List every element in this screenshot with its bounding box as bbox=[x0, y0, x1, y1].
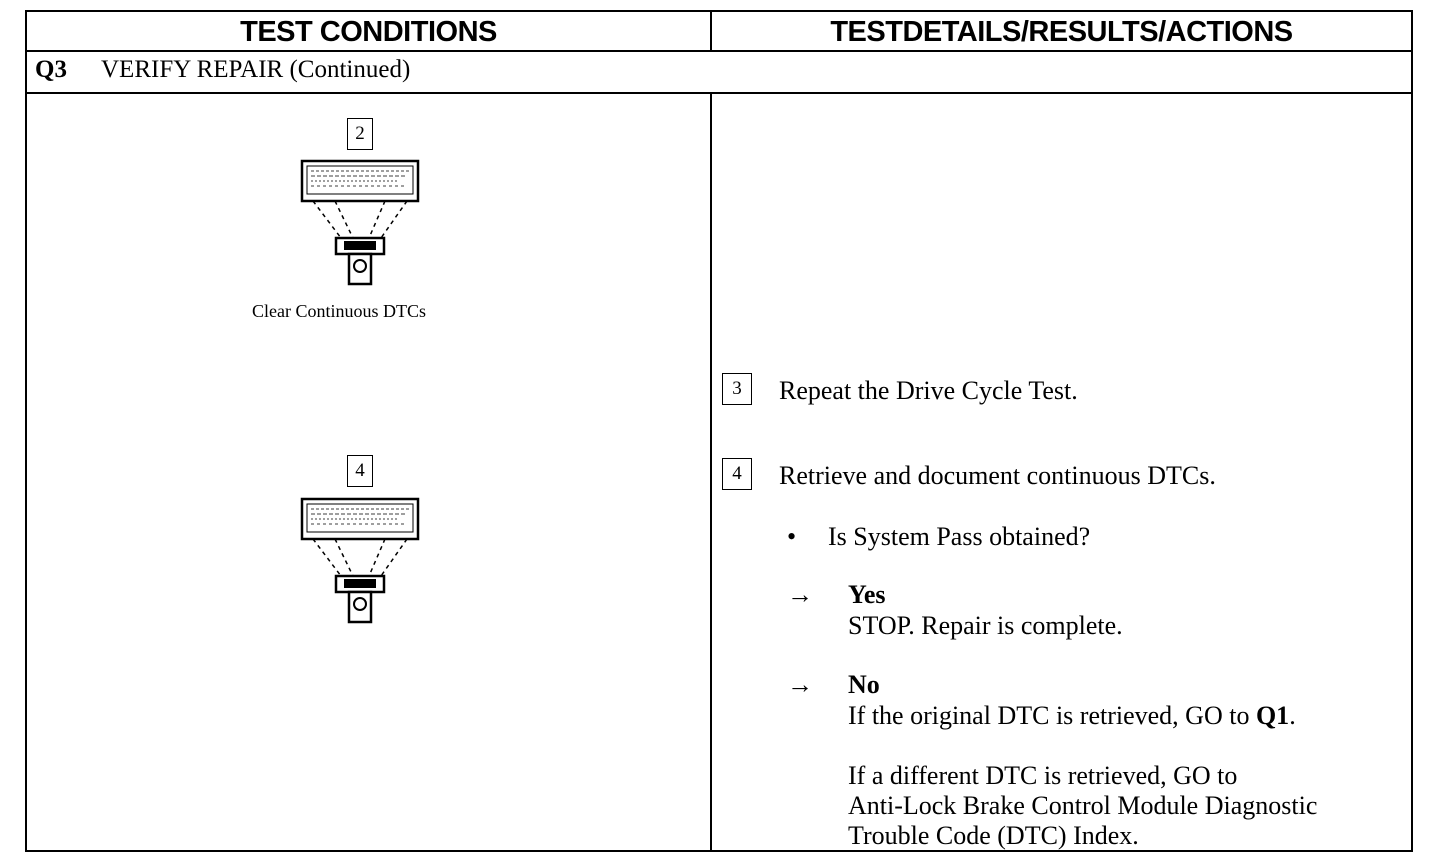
detail-step-3-box: 3 bbox=[722, 373, 752, 405]
scan-tool-icon bbox=[300, 159, 420, 286]
yes-action: STOP. Repair is complete. bbox=[848, 611, 1123, 640]
header-test-details: TESTDETAILS/RESULTS/ACTIONS bbox=[830, 15, 1293, 48]
yes-label: Yes bbox=[848, 580, 886, 609]
question-text: Is System Pass obtained? bbox=[828, 522, 1091, 551]
section-id: Q3 bbox=[35, 56, 67, 83]
goto-q1-link[interactable]: Q1 bbox=[1255, 701, 1290, 730]
procedure-table: TEST CONDITIONS TESTDETAILS/RESULTS/ACTI… bbox=[25, 10, 1413, 852]
no-action-original-end: . bbox=[1289, 701, 1296, 730]
no-action-different-line3: Trouble Code (DTC) Index. bbox=[848, 821, 1139, 850]
section-title: VERIFY REPAIR (Continued) bbox=[101, 56, 411, 83]
no-action-original: If the original DTC is retrieved, GO to … bbox=[848, 701, 1296, 731]
no-action-different-line1: If a different DTC is retrieved, GO to bbox=[848, 761, 1238, 790]
detail-step-3-text: Repeat the Drive Cycle Test. bbox=[779, 376, 1078, 405]
no-action-different-line2: Anti-Lock Brake Control Module Diagnosti… bbox=[848, 791, 1318, 820]
detail-step-4-box: 4 bbox=[722, 458, 752, 490]
no-action-original-text: If the original DTC is retrieved, GO to bbox=[848, 701, 1256, 730]
condition-step-2-box: 2 bbox=[347, 118, 373, 150]
header-divider bbox=[27, 50, 1411, 52]
section-divider bbox=[27, 92, 1411, 94]
yes-arrow: → bbox=[787, 580, 813, 609]
no-label: No bbox=[848, 670, 880, 699]
detail-step-4-text: Retrieve and document continuous DTCs. bbox=[779, 461, 1216, 490]
no-arrow: → bbox=[787, 670, 813, 699]
scan-tool-icon bbox=[300, 497, 420, 624]
condition-caption: Clear Continuous DTCs bbox=[252, 301, 426, 321]
question-bullet: • bbox=[787, 522, 797, 551]
body-column-divider bbox=[710, 92, 712, 852]
header-test-conditions: TEST CONDITIONS bbox=[240, 15, 497, 48]
header-column-divider bbox=[710, 12, 712, 50]
section-heading: Q3 VERIFY REPAIR (Continued) bbox=[35, 56, 410, 84]
condition-step-4-box: 4 bbox=[347, 455, 373, 487]
